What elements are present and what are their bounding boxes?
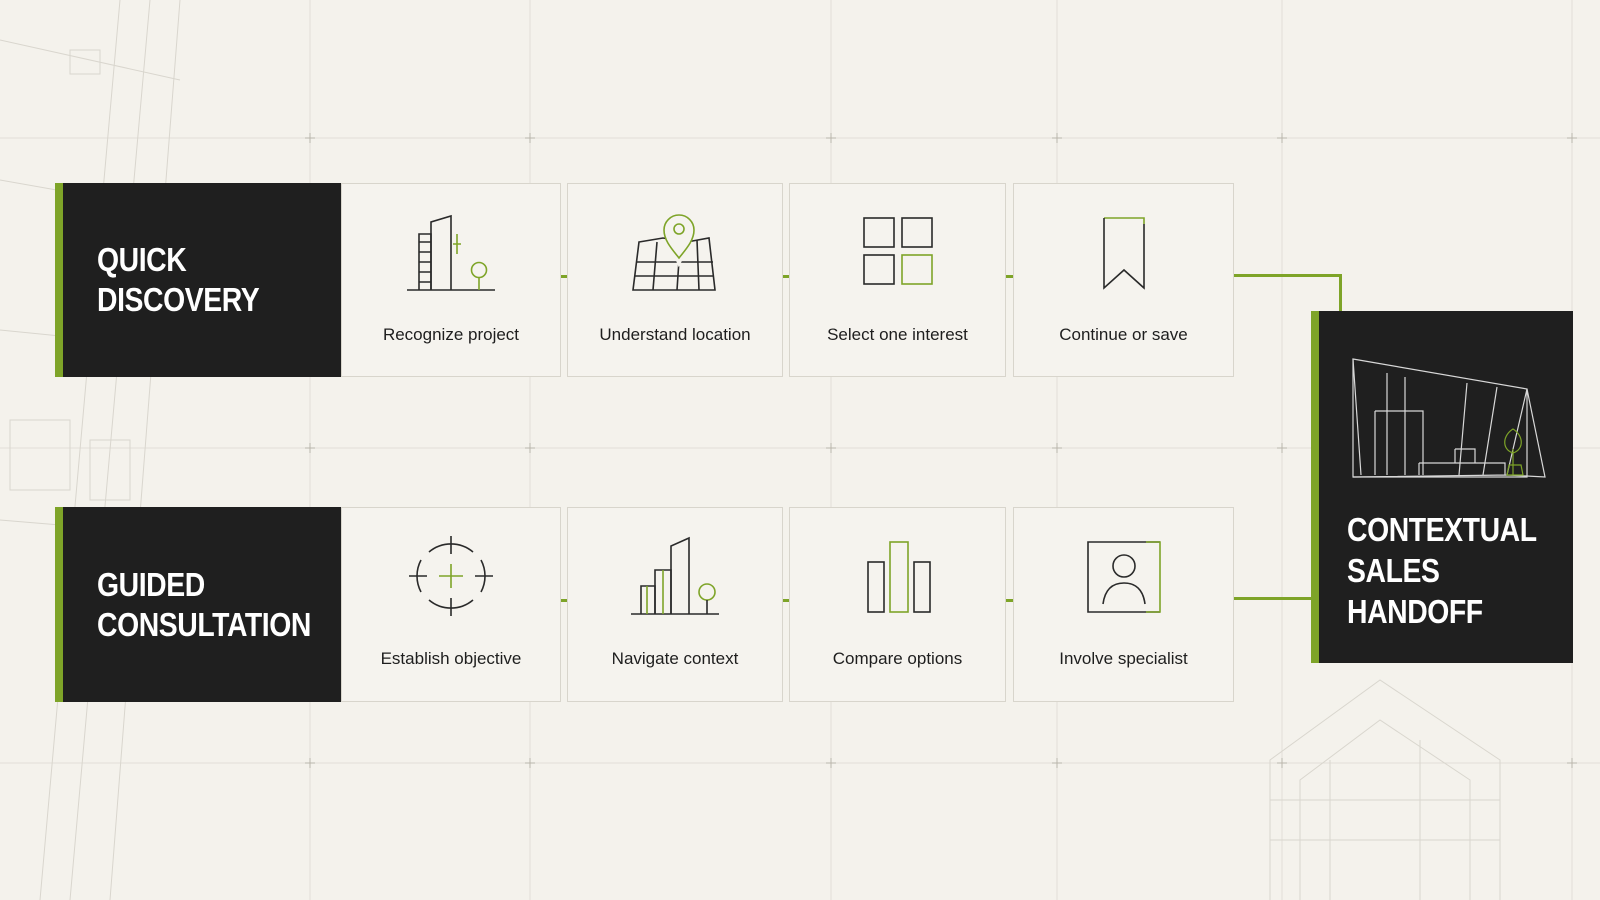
step-card: Navigate context: [567, 507, 783, 702]
row-title-guided-consultation: GUIDED CONSULTATION: [55, 507, 341, 702]
step-card: Establish objective: [341, 507, 561, 702]
connector-to-handoff: [1234, 597, 1312, 600]
row-title-text: QUICK DISCOVERY: [97, 241, 260, 318]
grid-icon: [862, 217, 933, 285]
step-card: Compare options: [789, 507, 1006, 702]
handoff-card: CONTEXTUAL SALES HANDOFF: [1311, 311, 1573, 663]
connector: [783, 275, 791, 278]
step-card: Recognize project: [341, 183, 561, 377]
connector: [1005, 275, 1013, 278]
step-label: Continue or save: [1059, 325, 1188, 344]
interior-sketch-icon: [1352, 358, 1546, 478]
city-icon: [631, 536, 719, 615]
handoff-title: CONTEXTUAL SALES HANDOFF: [1347, 511, 1537, 630]
connector-to-handoff: [1339, 274, 1342, 312]
connector: [561, 599, 569, 602]
connector: [1005, 599, 1013, 602]
buildings-icon: [407, 214, 495, 291]
step-label: Involve specialist: [1059, 649, 1188, 668]
target-icon: [409, 536, 493, 616]
row-title-text: GUIDED CONSULTATION: [97, 565, 311, 643]
row-title-quick-discovery: QUICK DISCOVERY: [55, 183, 341, 377]
bar-chart-icon: [866, 541, 931, 613]
step-label: Compare options: [832, 649, 963, 668]
connector-to-handoff: [1234, 274, 1342, 277]
connector: [561, 275, 569, 278]
map-pin-icon: [632, 214, 716, 291]
step-card: Understand location: [567, 183, 783, 377]
person-icon: [1086, 541, 1161, 613]
step-card: Involve specialist: [1013, 507, 1234, 702]
step-card: Continue or save: [1013, 183, 1234, 377]
step-label: Select one interest: [827, 325, 968, 344]
step-label: Recognize project: [382, 325, 520, 344]
step-label: Navigate context: [611, 649, 739, 668]
connector: [783, 599, 791, 602]
bookmark-icon: [1102, 217, 1145, 290]
step-label: Understand location: [599, 325, 751, 344]
step-card: Select one interest: [789, 183, 1006, 377]
step-label: Establish objective: [380, 649, 522, 668]
